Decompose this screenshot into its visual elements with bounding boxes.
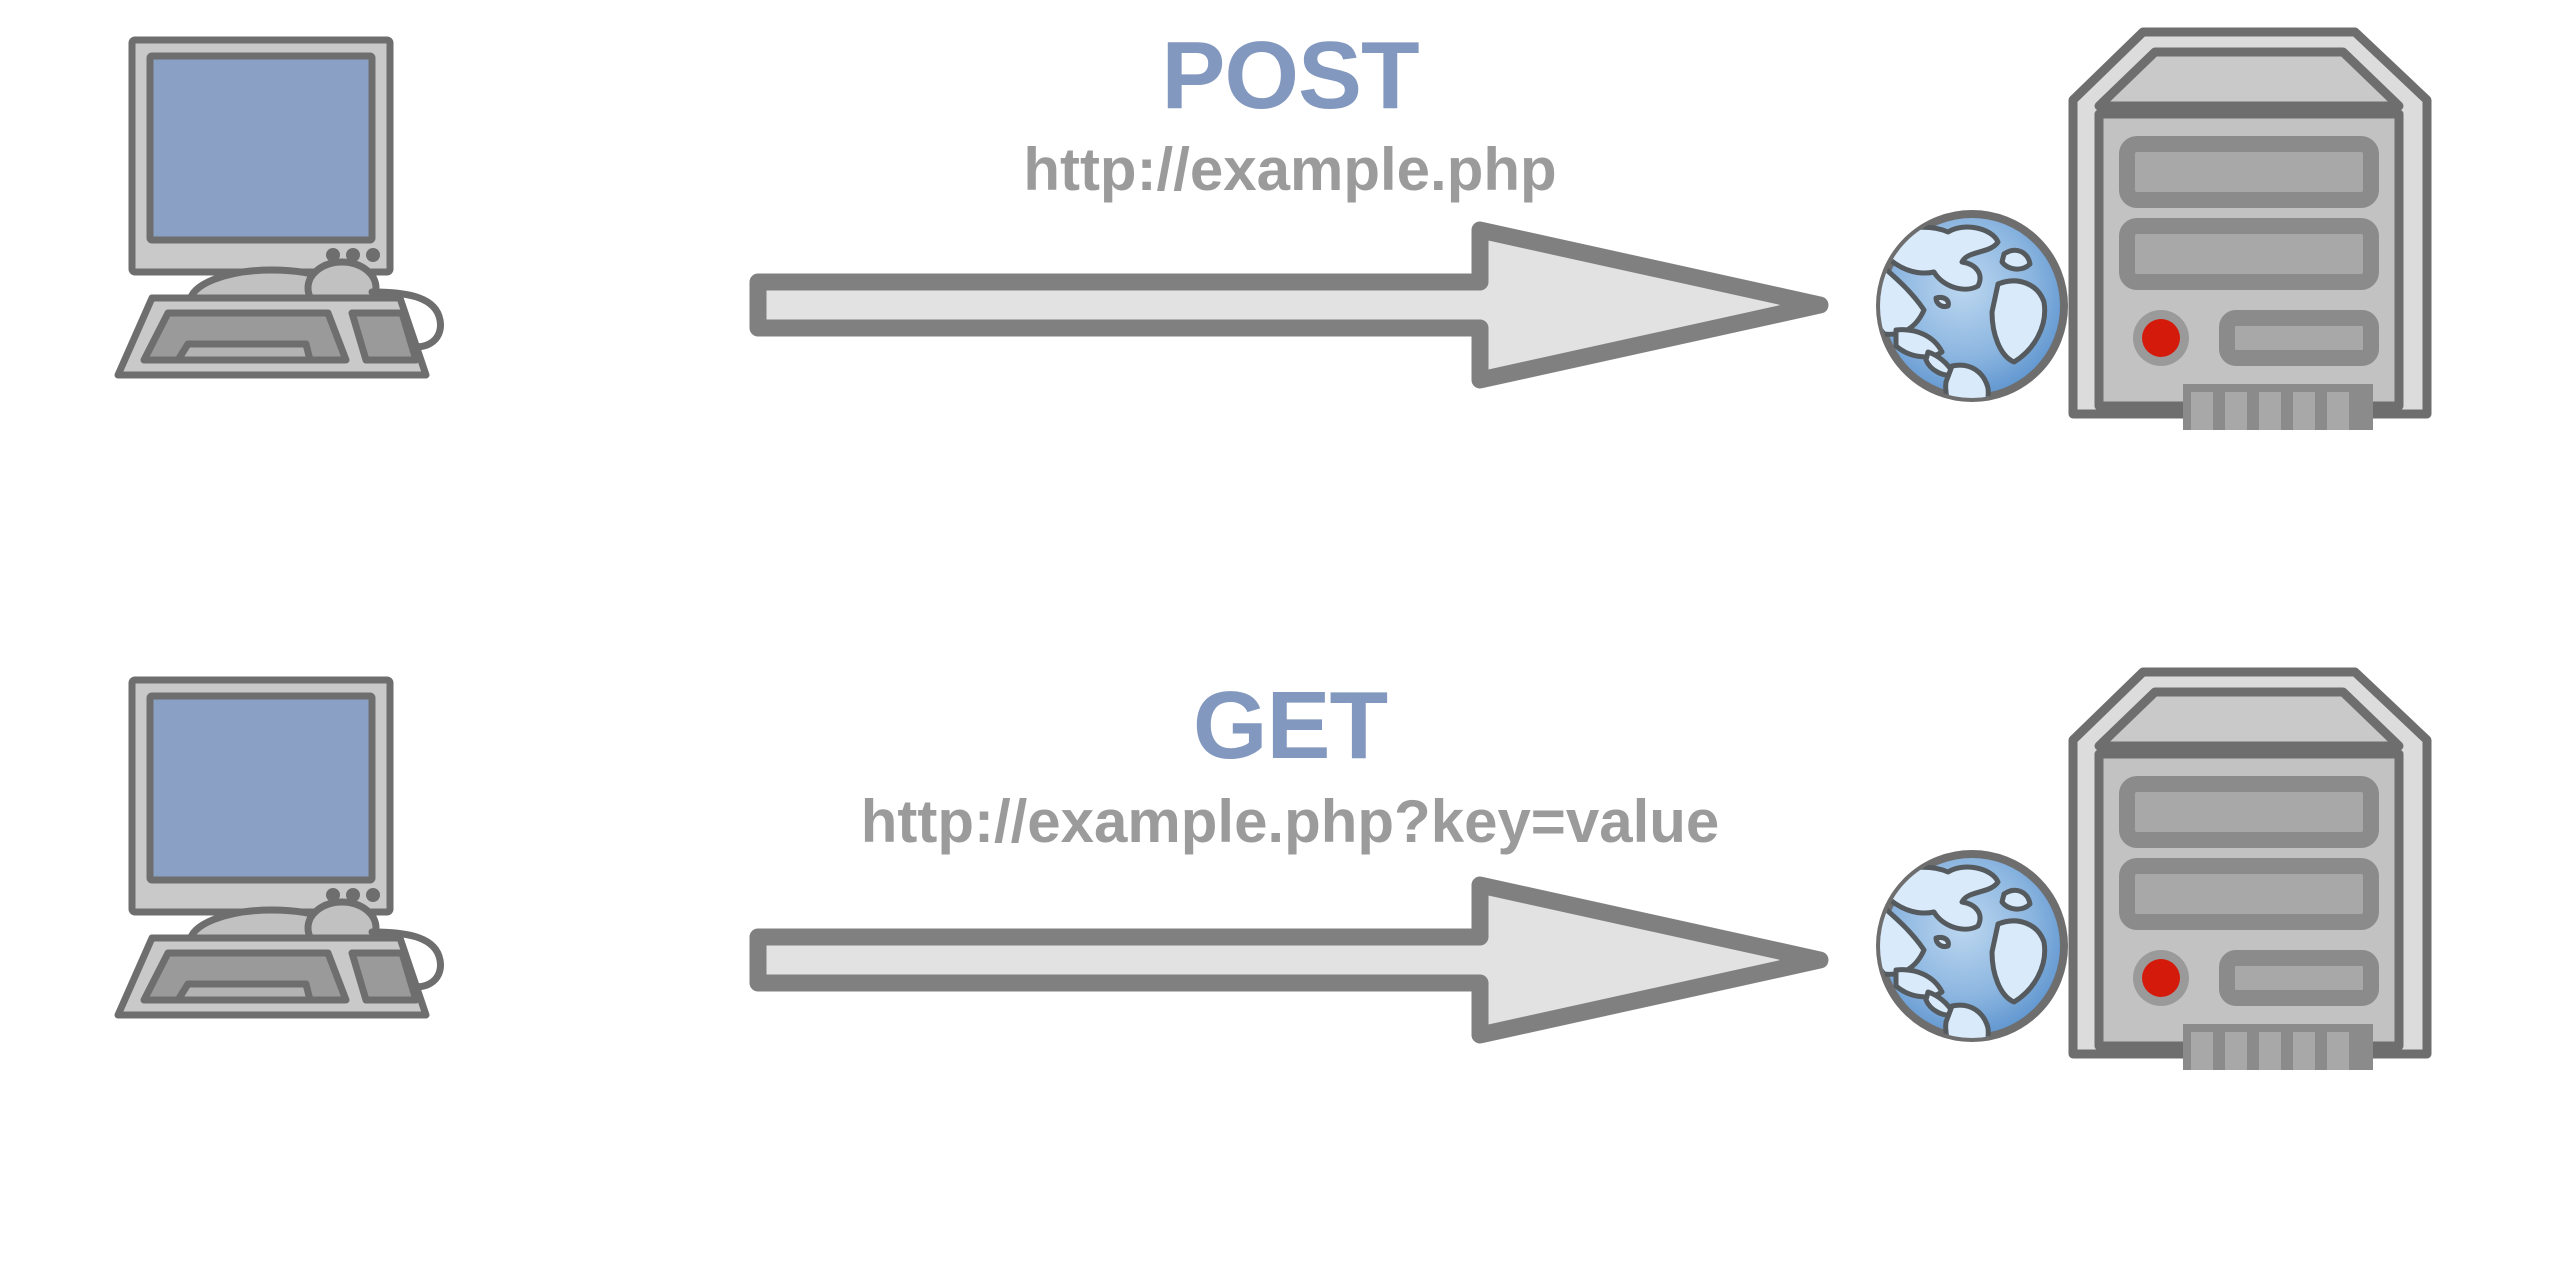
get-method-label: GET: [1192, 672, 1388, 779]
power-led-icon: [2142, 959, 2180, 997]
post-method-label: POST: [1161, 22, 1419, 129]
monitor-indicator-dots: [326, 248, 380, 262]
globe-get: [1872, 846, 2072, 1046]
server-tower-get: [2055, 658, 2475, 1070]
get-url-label: http://example.php?key=value: [860, 788, 1720, 855]
post-url-label: http://example.php: [1023, 136, 1557, 203]
post-arrow: [740, 220, 1840, 390]
server-tower-post: [2055, 18, 2475, 430]
monitor-indicator-dots: [326, 888, 380, 902]
globe-continents: [1880, 864, 2048, 1038]
get-arrow: [740, 875, 1840, 1045]
power-led-icon: [2142, 319, 2180, 357]
get-request-row: GET http://example.php?key=value: [0, 640, 2560, 1280]
globe-post: [1872, 206, 2072, 406]
globe-continents: [1880, 224, 2048, 398]
client-computer-get: [110, 670, 450, 1030]
client-computer-post: [110, 30, 450, 390]
post-center-column: POST http://example.php: [749, 0, 1829, 640]
post-request-row: POST http://example.php: [110, 0, 2475, 640]
get-center-column: GET http://example.php?key=value: [749, 640, 1829, 1280]
